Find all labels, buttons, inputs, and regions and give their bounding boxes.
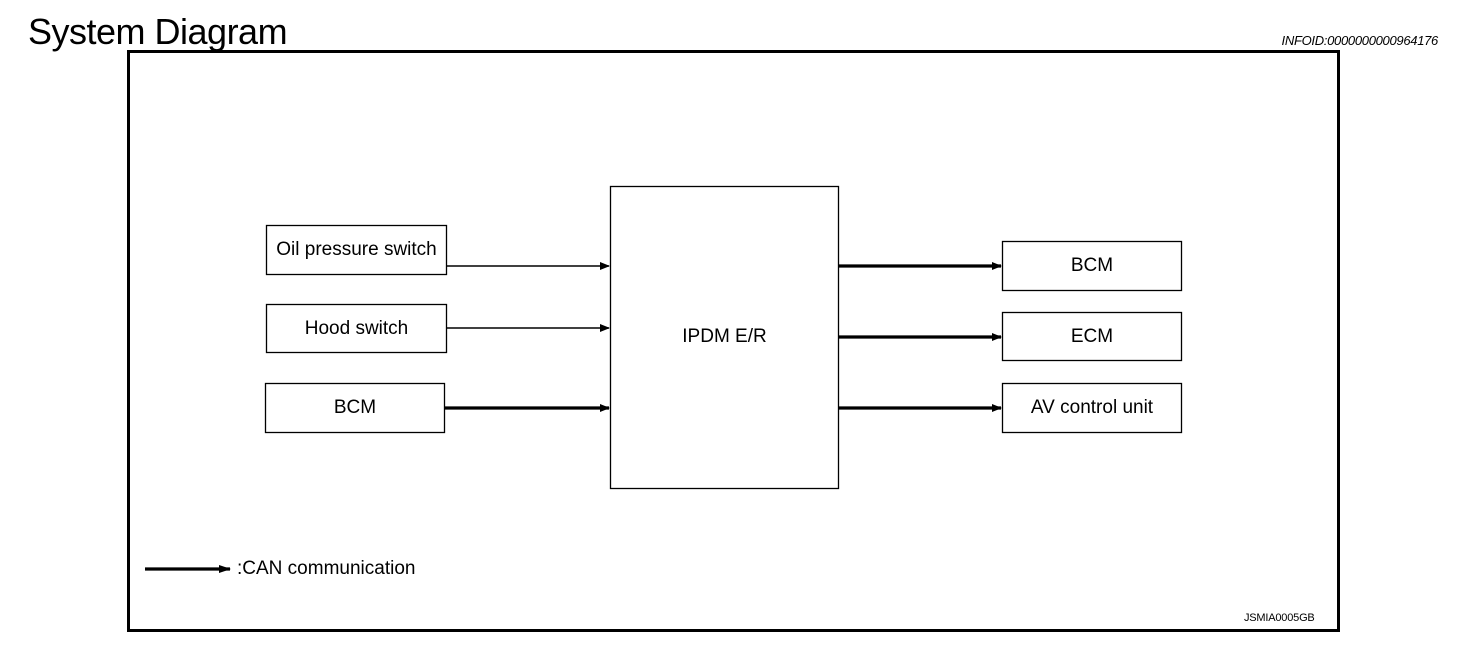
center-box-ipdm bbox=[609, 185, 840, 490]
output-box-av-control-unit bbox=[1001, 382, 1183, 434]
diagram-frame bbox=[127, 50, 1340, 632]
info-id: INFOID:0000000000964176 bbox=[1281, 33, 1439, 48]
input-label-hood-switch: Hood switch bbox=[304, 317, 409, 339]
output-label-ecm: ECM bbox=[1070, 325, 1114, 347]
figure-code: JSMIA0005GB bbox=[1244, 612, 1315, 624]
input-box-hood-switch bbox=[265, 303, 448, 354]
center-label-ipdm: IPDM E/R bbox=[682, 326, 767, 347]
input-label-bcm: BCM bbox=[333, 397, 377, 418]
input-label-oil-pressure-switch: Oil pressure switch bbox=[276, 239, 437, 260]
output-box-ecm bbox=[1001, 311, 1183, 362]
legend-label-can: :CAN communication bbox=[237, 558, 416, 579]
output-box-bcm bbox=[1001, 240, 1183, 292]
output-label-av-control-unit: AV control unit bbox=[1030, 397, 1154, 418]
page-title: System Diagram bbox=[28, 11, 288, 52]
input-box-oil-pressure-switch bbox=[265, 224, 448, 276]
input-box-bcm bbox=[264, 382, 446, 434]
output-label-bcm: BCM bbox=[1070, 255, 1114, 276]
